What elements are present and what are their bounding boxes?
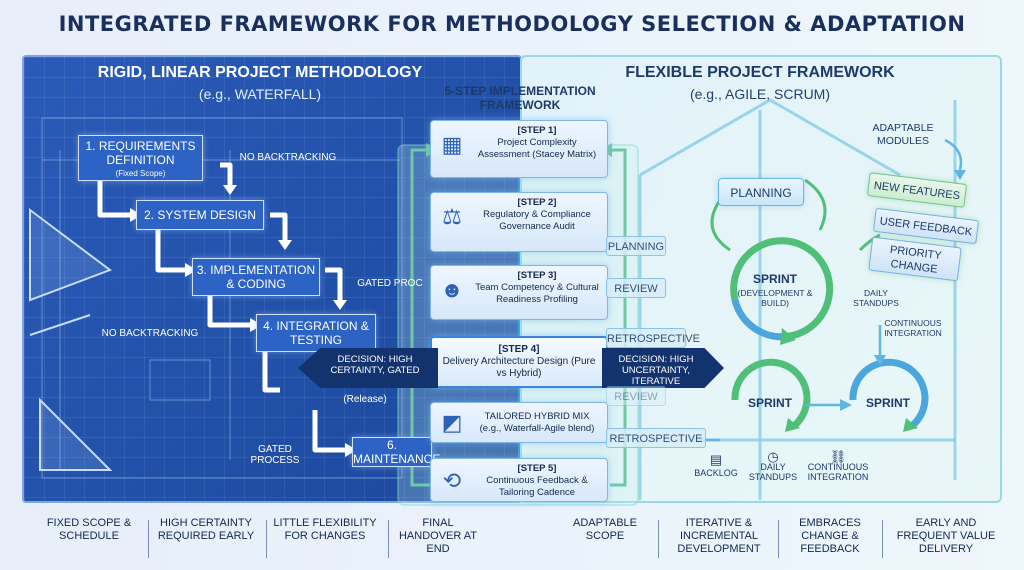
waterfall-step-integration: 4. INTEGRATION & TESTING (256, 314, 376, 352)
agile-title: FLEXIBLE PROJECT FRAMEWORK (625, 64, 895, 81)
step-text: Project Complexity Assessment (Stacey Ma… (477, 137, 597, 160)
decision-gated-arrow: DECISION: HIGH CERTAINTY, GATED (298, 348, 438, 388)
faded-planning: PLANNING (606, 236, 666, 256)
waterfall-step-label: 2. SYSTEM DESIGN (143, 208, 257, 222)
summary-fixed-scope: FIXED SCOPE & SCHEDULE (46, 517, 132, 542)
step-text: TAILORED HYBRID MIX (e.g., Waterfall-Agi… (479, 411, 595, 434)
planning-box: PLANNING (718, 178, 804, 206)
no-backtracking-note: NO BACKTRACKING (101, 328, 199, 339)
sprint-label: SPRINT (865, 396, 910, 410)
adaptable-modules-label: ADAPTABLE MODULES (872, 122, 934, 147)
blend-icon: ◩ (441, 410, 463, 435)
backlog-label: ▤ BACKLOG (688, 452, 744, 478)
link-icon: ⛓ (829, 449, 847, 464)
backlog-icon: ▤ (709, 452, 723, 467)
framework-hybrid-mix: ◩ TAILORED HYBRID MIX (e.g., Waterfall-A… (430, 402, 608, 443)
waterfall-release-label: (Release) (343, 394, 387, 405)
waterfall-subtitle: (e.g., WATERFALL) (198, 86, 322, 102)
gavel-icon: ⚖ (442, 204, 462, 229)
waterfall-step-requirements: 1. REQUIREMENTS DEFINITION (Fixed Scope) (78, 135, 203, 181)
continuous-integration-bottom: ⛓ CONTINUOUS INTEGRATION (800, 449, 876, 482)
faded-review: REVIEW (606, 386, 666, 406)
faded-retrospective: RETROSPECTIVE (606, 428, 706, 448)
daily-standups-bottom: ◷ DAILY STANDUPS (745, 449, 801, 482)
step-tag: [STEP 3] (517, 270, 557, 281)
waterfall-step-implementation: 3. IMPLEMENTATION & CODING (192, 258, 320, 296)
daily-standups-label: DAILY STANDUPS (853, 288, 899, 308)
sprint-label: SPRINT (747, 396, 792, 410)
center-heading: 5-STEP IMPLEMENTATION FRAMEWORK (444, 84, 596, 112)
summary-embraces-change: EMBRACES CHANGE & FEEDBACK (799, 517, 861, 555)
waterfall-title: RIGID, LINEAR PROJECT METHODOLOGY (97, 64, 423, 81)
framework-step-4: [STEP 4] Delivery Architecture Design (P… (430, 336, 608, 388)
step-text: Delivery Architecture Design (Pure vs Hy… (442, 356, 596, 379)
summary-little-flexibility: LITTLE FLEXIBILITY FOR CHANGES (273, 517, 377, 542)
step-tag: [STEP 2] (517, 197, 557, 208)
waterfall-step-label: 6. MAINTENANCE (353, 438, 441, 466)
gated-process-note: GATED PROCESS (250, 444, 300, 466)
clock-icon: ◷ (767, 449, 779, 464)
waterfall-step-label: 3. IMPLEMENTATION & CODING (196, 263, 316, 291)
agile-subtitle: (e.g., AGILE, SCRUM) (689, 86, 831, 102)
step-text: Regulatory & Compliance Governance Audit (483, 209, 591, 232)
framework-step-5: ⟲ [STEP 5] Continuous Feedback & Tailori… (430, 458, 608, 502)
waterfall-step-label: 1. REQUIREMENTS DEFINITION (85, 138, 196, 167)
matrix-icon: ▦ (441, 132, 463, 157)
divider (266, 520, 267, 558)
step-text: Continuous Feedback & Tailoring Cadence (486, 475, 588, 498)
gated-process-note: GATED PROC (357, 278, 423, 289)
divider (882, 520, 883, 558)
framework-step-2: ⚖ [STEP 2] Regulatory & Compliance Gover… (430, 192, 608, 252)
summary-adaptable-scope: ADAPTABLE SCOPE (573, 517, 637, 542)
faded-review: REVIEW (606, 278, 666, 298)
step-tag: [STEP 4] (498, 344, 540, 355)
waterfall-step-note: (Fixed Scope) (115, 168, 166, 178)
cycle-icon: ⟲ (442, 468, 462, 493)
no-backtracking-note: NO BACKTRACKING (239, 152, 337, 163)
team-icon: ☻ (440, 277, 464, 302)
ruler-triangle-bottom (39, 397, 113, 471)
divider (388, 520, 389, 558)
summary-high-certainty: HIGH CERTAINTY REQUIRED EARLY (157, 517, 255, 542)
waterfall-step-maintenance: 6. MAINTENANCE (352, 437, 441, 467)
continuous-integration-label: CONTINUOUS INTEGRATION (884, 318, 942, 338)
step-tag: [STEP 1] (517, 125, 557, 136)
faded-retrospective: RETROSPECTIVE (606, 328, 700, 348)
waterfall-step-system-design: 2. SYSTEM DESIGN (136, 200, 264, 230)
page-title: INTEGRATED FRAMEWORK FOR METHODOLOGY SEL… (58, 12, 966, 36)
summary-final-handover: FINAL HANDOVER AT END (398, 517, 478, 555)
waterfall-step-label: 4. INTEGRATION & TESTING (263, 319, 369, 347)
sprint-main-sublabel: (DEVELOPMENT & BUILD) (737, 288, 813, 308)
summary-iterative: ITERATIVE & INCREMENTAL DEVELOPMENT (677, 517, 761, 555)
summary-value-delivery: EARLY AND FREQUENT VALUE DELIVERY (896, 517, 996, 555)
decision-iterative-arrow: DECISION: HIGH UNCERTAINTY, ITERATIVE (602, 348, 724, 388)
divider (778, 520, 779, 558)
step-tag: [STEP 5] (517, 463, 557, 474)
step-text: Team Competency & Cultural Readiness Pro… (475, 282, 599, 305)
sprint-main-label: SPRINT (752, 272, 797, 286)
framework-step-1: ▦ [STEP 1] Project Complexity Assessment… (430, 120, 608, 178)
ruler-triangle-top (29, 208, 113, 302)
framework-step-3: ☻ [STEP 3] Team Competency & Cultural Re… (430, 265, 608, 320)
divider (658, 520, 659, 558)
divider (148, 520, 149, 558)
